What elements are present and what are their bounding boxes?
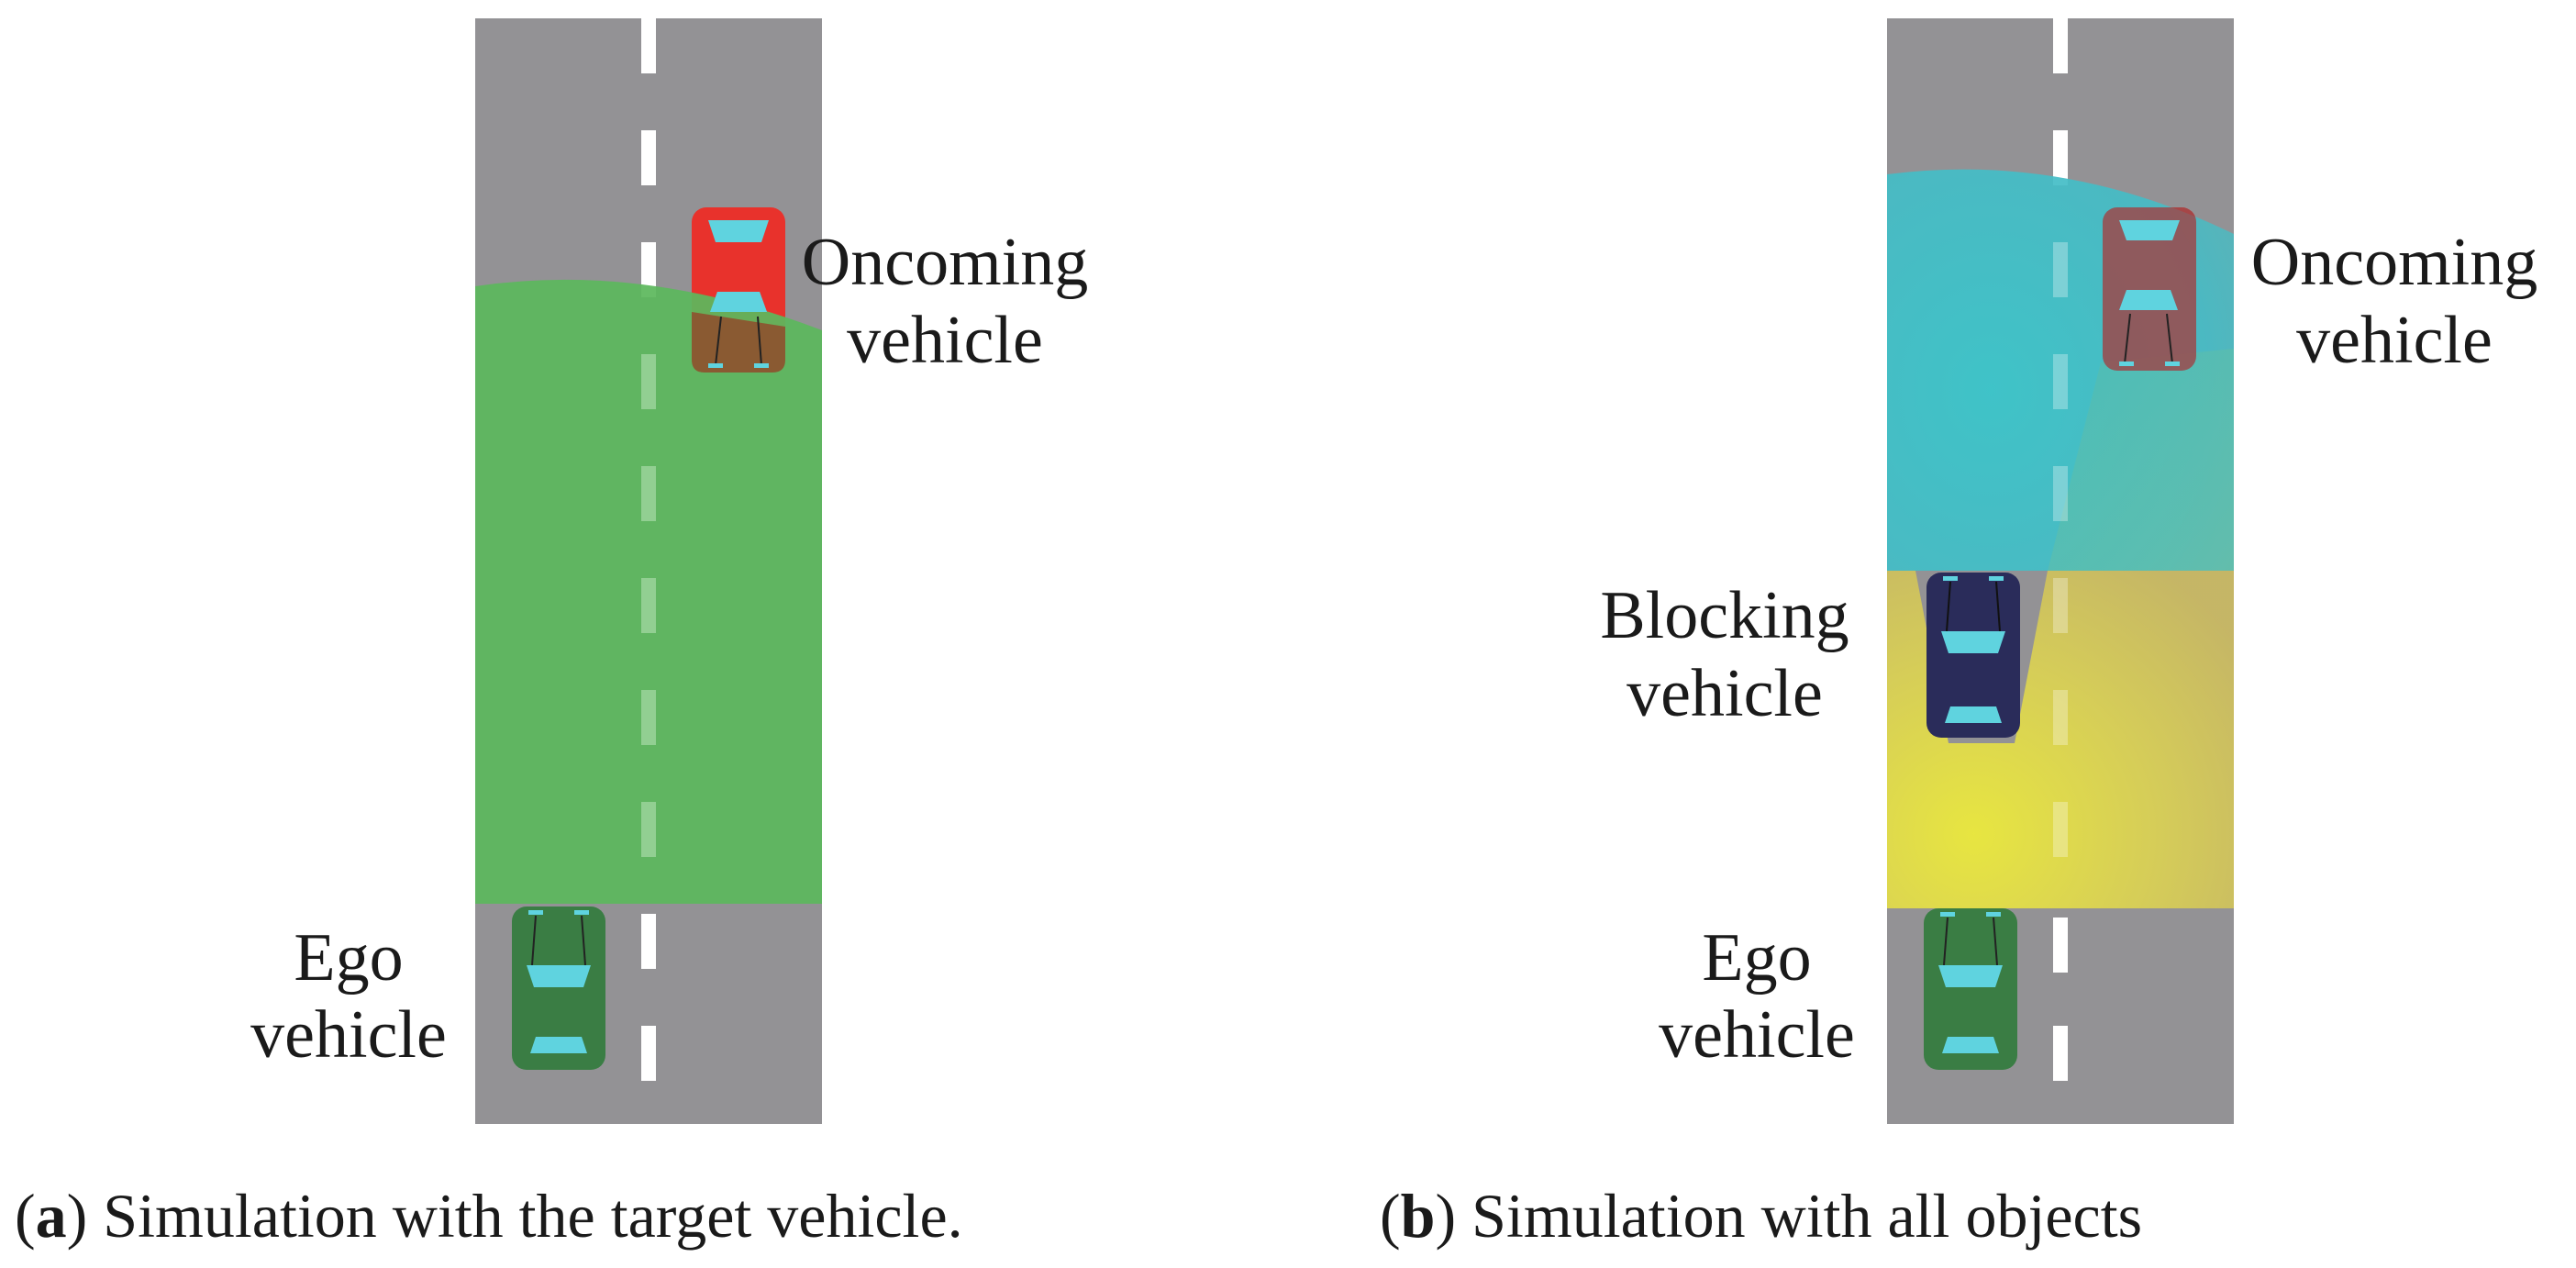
ego-label-b-line1: Ego xyxy=(1702,920,1811,995)
occlusion-wedge-b xyxy=(2048,349,2234,571)
blocking-vehicle-b xyxy=(1926,573,2020,738)
ego-label-b-line2: vehicle xyxy=(1659,997,1855,1073)
oncoming-vehicle-a-lower xyxy=(692,292,785,373)
ego-label-a-line1: Ego xyxy=(294,920,403,995)
blocking-label-b-line1: Blocking xyxy=(1600,578,1849,653)
panel-a: Oncoming vehicle Ego vehicle (a) Simulat… xyxy=(15,18,1088,1251)
oncoming-vehicle-b-overlay xyxy=(2103,207,2196,371)
ego-label-a-line2: vehicle xyxy=(250,997,447,1073)
oncoming-label-b-line2: vehicle xyxy=(2296,303,2493,378)
lane-marking-b xyxy=(2053,18,2068,1081)
caption-b: (b) Simulation with all objects xyxy=(1380,1181,2142,1251)
panel-b: Oncoming vehicle Blocking vehicle Ego ve… xyxy=(1380,18,2537,1251)
ego-vehicle-b xyxy=(1924,908,2017,1070)
ego-vehicle-a xyxy=(512,907,605,1070)
oncoming-label-b-line1: Oncoming xyxy=(2251,225,2537,300)
caption-a: (a) Simulation with the target vehicle. xyxy=(15,1181,963,1251)
blocking-label-b-line2: vehicle xyxy=(1627,656,1823,731)
simulation-region-a xyxy=(475,279,822,905)
oncoming-label-a-line1: Oncoming xyxy=(802,225,1088,300)
oncoming-label-a-line2: vehicle xyxy=(847,303,1043,378)
